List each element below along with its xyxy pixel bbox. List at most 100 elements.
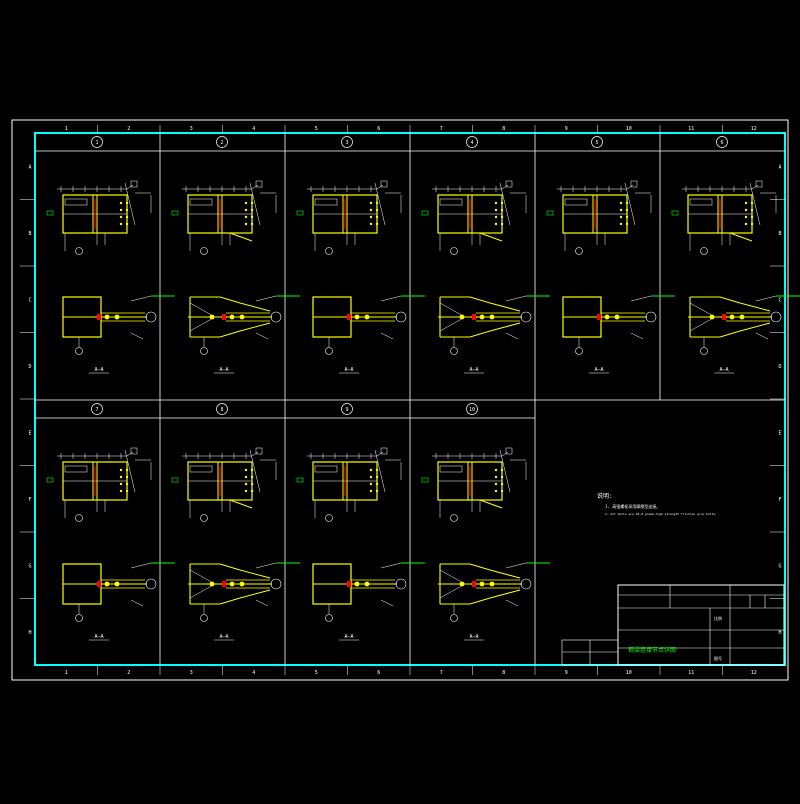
weld-symbol — [380, 447, 388, 455]
bolt — [619, 222, 623, 226]
weld-mark — [472, 581, 476, 587]
section-bubble — [75, 247, 83, 255]
bolt — [494, 482, 498, 486]
stiffener-line — [439, 302, 466, 318]
section-bubble — [700, 247, 708, 255]
stiffener-line — [439, 316, 466, 332]
haunch-edge — [469, 296, 491, 304]
section-title: A—A — [594, 367, 603, 373]
detail-bubble — [216, 403, 228, 415]
bolt — [369, 475, 373, 479]
column-label: 3 — [190, 670, 193, 676]
bolt — [369, 208, 373, 212]
label-box — [314, 465, 338, 473]
weld-mark — [97, 314, 101, 320]
bolt — [744, 208, 748, 212]
weld-mark — [222, 314, 226, 320]
grid-marker — [171, 477, 179, 483]
leader-line — [505, 332, 519, 340]
bolt — [494, 468, 498, 472]
column-label: 8 — [502, 670, 505, 676]
bolt — [369, 489, 373, 493]
grid-marker — [421, 477, 429, 483]
row-label: G — [778, 563, 781, 569]
bolt — [619, 215, 623, 219]
leader-line — [251, 184, 259, 190]
label-box — [439, 198, 463, 206]
section-title: A—A — [219, 634, 228, 640]
leader-line — [380, 562, 402, 569]
leader-line — [130, 562, 152, 569]
bolt — [244, 222, 248, 226]
bolt — [750, 201, 754, 205]
column-label: 5 — [315, 126, 318, 132]
elevation-view — [46, 447, 152, 522]
bolt — [750, 208, 754, 212]
bolt — [375, 208, 379, 212]
section-bubble — [700, 347, 708, 355]
bolt — [500, 489, 504, 493]
row-label: H — [28, 630, 31, 636]
bolt — [494, 208, 498, 212]
bolt — [375, 215, 379, 219]
bolt — [500, 215, 504, 219]
haunch-edge — [469, 597, 491, 605]
detail-bubble — [341, 403, 353, 415]
section-bubble — [200, 614, 208, 622]
weld-symbol — [505, 447, 513, 455]
bolt — [250, 468, 254, 472]
detail-bubble — [91, 403, 103, 415]
grid-marker — [46, 210, 54, 216]
row-label: F — [778, 497, 781, 503]
stiffener-line — [439, 583, 466, 599]
stiffener-line — [189, 316, 216, 332]
column-label: 8 — [502, 126, 505, 132]
leader-line — [755, 332, 769, 340]
detail-1: 1A—A — [46, 136, 175, 374]
elevation-view — [46, 180, 152, 255]
section-view: A—A — [688, 295, 800, 374]
section-view: A—A — [188, 295, 300, 374]
row-label: H — [778, 630, 781, 636]
bolt — [494, 489, 498, 493]
column-label: 10 — [626, 670, 632, 676]
leader-line — [251, 451, 259, 457]
label-box — [189, 198, 213, 206]
notes-line-2: 2. All bolts are 10.9 grade high strengt… — [605, 512, 717, 516]
haunch-edge — [469, 330, 491, 338]
bolt — [354, 314, 360, 320]
bolt — [250, 482, 254, 486]
bolt — [244, 482, 248, 486]
bolt — [625, 222, 629, 226]
stiffener-line — [189, 302, 216, 318]
row-label: B — [28, 231, 31, 237]
row-label: A — [28, 164, 31, 170]
column-label: 6 — [377, 126, 380, 132]
section-title: A—A — [344, 367, 353, 373]
bolt — [119, 201, 123, 205]
elevation-view — [296, 447, 402, 522]
detail-number: 9 — [345, 407, 348, 413]
haunch-flange — [229, 499, 253, 509]
leader-line — [380, 295, 402, 302]
detail-number: 1 — [95, 140, 98, 146]
bolt — [250, 475, 254, 479]
column-label: 11 — [688, 670, 694, 676]
sheet-label: 图号 — [714, 655, 722, 661]
bolt — [244, 215, 248, 219]
bolt — [375, 489, 379, 493]
row-label: D — [28, 364, 31, 370]
column-label: 2 — [127, 126, 130, 132]
weld-mark — [347, 581, 351, 587]
column-label: 4 — [252, 126, 255, 132]
label-box — [314, 198, 338, 206]
bolt — [604, 314, 610, 320]
detail-bubble — [466, 136, 478, 148]
end-bubble — [520, 311, 532, 323]
label-box — [439, 465, 463, 473]
leader-line — [751, 184, 759, 190]
